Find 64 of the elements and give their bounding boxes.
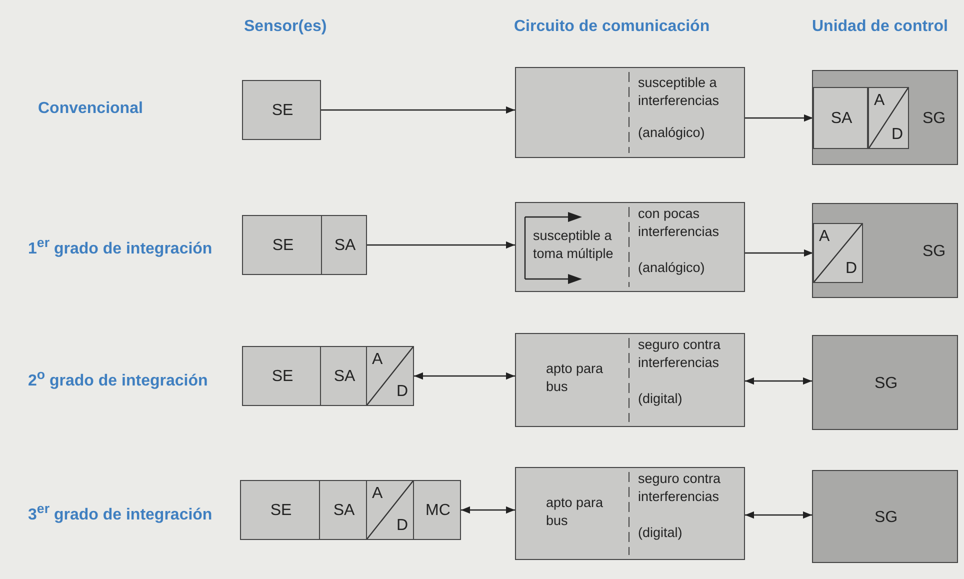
node-label: apto para bus xyxy=(546,360,604,396)
node-label: (analógico) xyxy=(638,259,706,277)
control-unit-box xyxy=(812,470,958,563)
control-unit-box xyxy=(812,335,958,430)
node-label: con pocas interferencias xyxy=(638,205,720,242)
node-label: SA xyxy=(334,368,356,386)
node-label: A xyxy=(819,228,830,246)
control-unit-box xyxy=(812,203,958,298)
node-label: susceptible a interferencias xyxy=(638,74,720,110)
circuit-box xyxy=(515,467,745,560)
arrow xyxy=(414,372,515,380)
sensor-block xyxy=(240,480,320,540)
node-label: SA xyxy=(830,110,852,128)
circuit-box xyxy=(515,333,745,427)
node-label: (analógico) xyxy=(638,124,706,142)
node-label: SA xyxy=(333,502,355,520)
row-heading: 3$^{er}$ grado de integración xyxy=(28,501,212,524)
control-unit-box xyxy=(812,70,958,165)
arrow xyxy=(745,511,812,519)
row-heading: Convencional xyxy=(38,100,143,118)
arrow xyxy=(321,106,515,114)
circuit-box xyxy=(515,202,745,292)
row-heading: 1$^{er}$ grado de integración xyxy=(28,235,212,258)
arrow xyxy=(461,506,515,514)
row-heading: 2$^{o}$ grado de integración xyxy=(28,367,208,390)
node-label: A xyxy=(874,92,885,110)
node-label: susceptible a toma múltiple xyxy=(533,227,614,264)
node-label: SE xyxy=(272,368,294,386)
node-label: SG xyxy=(874,374,898,393)
circuit-box xyxy=(515,67,745,158)
sensor-block xyxy=(242,80,321,140)
sensor-block xyxy=(320,346,367,406)
node-label: A xyxy=(372,351,383,370)
node-label: D xyxy=(396,516,408,535)
sensor-block xyxy=(242,215,322,275)
column-heading: Unidad de control xyxy=(812,18,948,36)
node-label: apto para bus xyxy=(546,494,604,530)
sensor-block xyxy=(321,215,367,275)
node-label: D xyxy=(396,382,408,401)
sensor-block xyxy=(319,480,367,540)
node-label: MC xyxy=(426,502,450,520)
arrow xyxy=(745,249,813,257)
arrow xyxy=(367,241,515,249)
node-label: SG xyxy=(922,109,946,128)
node-label: SG xyxy=(874,508,898,527)
column-heading: Sensor(es) xyxy=(244,18,327,36)
sensor-block xyxy=(413,480,461,540)
arrow xyxy=(745,114,813,122)
node-label: SE xyxy=(270,502,292,520)
arrow xyxy=(745,377,812,385)
node-label: A xyxy=(372,485,383,504)
node-label: SG xyxy=(922,242,946,261)
node-label: SA xyxy=(334,236,356,256)
node-label: SE xyxy=(272,102,294,120)
node-label: (digital) xyxy=(638,390,684,408)
node-label: D xyxy=(845,260,857,278)
node-label: seguro contra interferencias xyxy=(638,470,722,506)
node-label: D xyxy=(891,126,903,144)
column-heading: Circuito de comunicación xyxy=(514,18,710,36)
node-label: SE xyxy=(272,236,294,256)
node-label: (digital) xyxy=(638,524,684,542)
node-label: seguro contra interferencias xyxy=(638,336,722,372)
sensor-block xyxy=(242,346,321,406)
sensor-block xyxy=(813,87,868,149)
